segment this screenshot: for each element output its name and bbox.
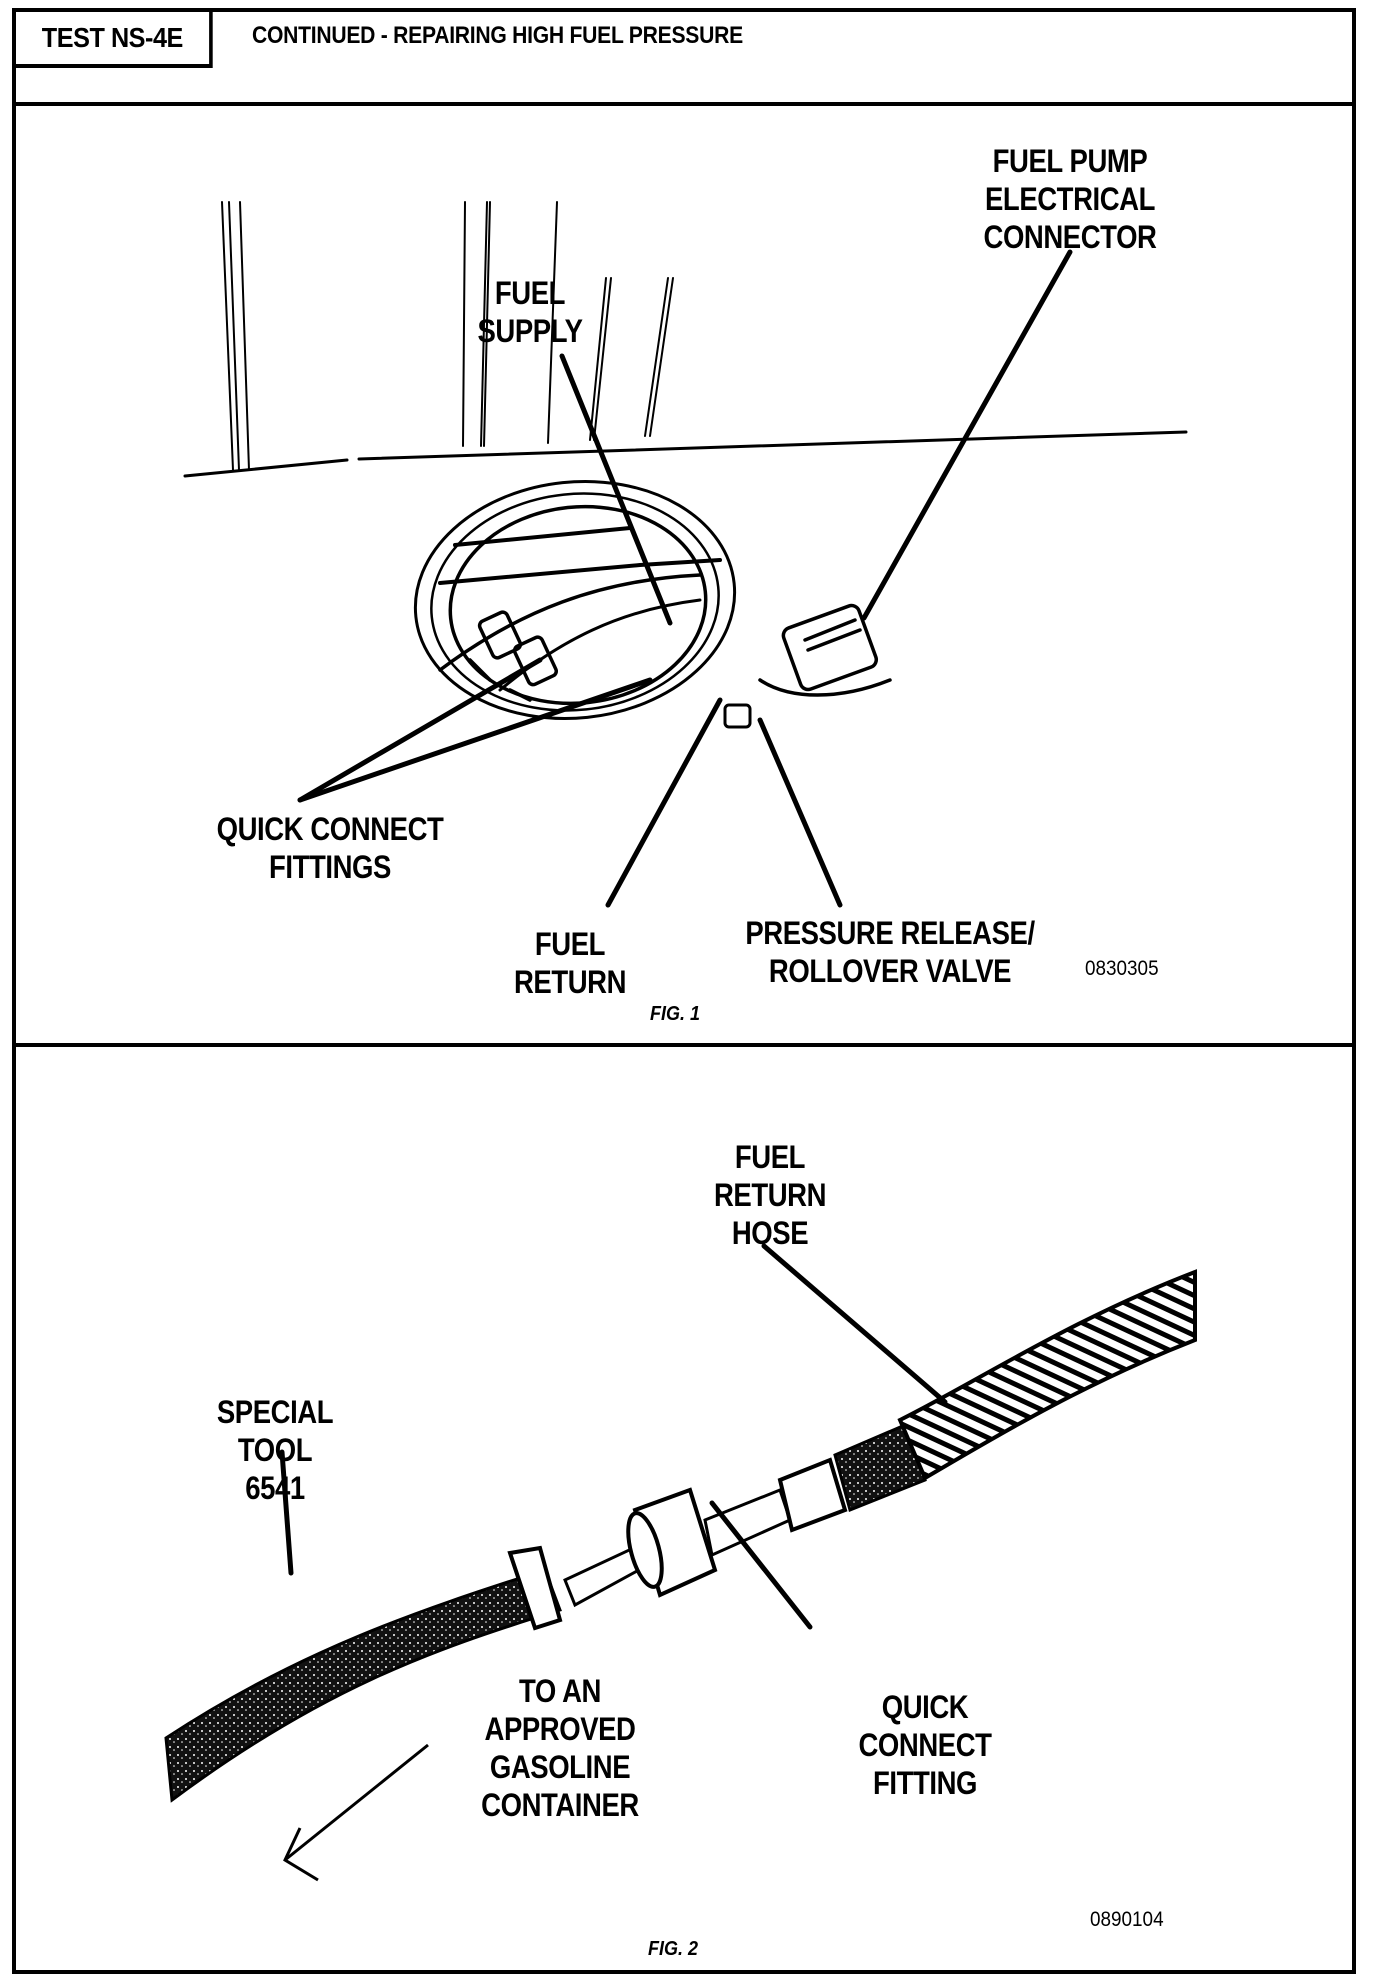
test-id: TEST NS-4E xyxy=(41,22,184,53)
hose-clamp-fitting xyxy=(777,1457,848,1533)
figure-divider xyxy=(12,1043,1356,1047)
figure-1-caption: FIG. 1 xyxy=(650,1003,701,1025)
label-to-approved-container: TO AN APPROVED GASOLINE CONTAINER xyxy=(481,1673,639,1823)
leader-lines xyxy=(297,249,1073,908)
figure-1-code: 0830305 xyxy=(1085,957,1159,980)
page-frame xyxy=(12,8,1356,1974)
hose-nut xyxy=(507,1545,563,1631)
label-fuel-supply: FUEL SUPPLY xyxy=(477,275,583,349)
figure-2-code: 0890104 xyxy=(1090,1908,1164,1931)
tank-walls xyxy=(221,201,674,471)
label-fuel-pump-connector: FUEL PUMP ELECTRICAL CONNECTOR xyxy=(983,143,1157,255)
label-quick-connect-fittings: QUICK CONNECT FITTINGS xyxy=(216,811,444,885)
label-quick-connect-fitting: QUICK CONNECT FITTING xyxy=(858,1689,992,1801)
header-divider xyxy=(12,102,1356,106)
label-fuel-return: FUEL RETURN xyxy=(513,926,627,1000)
figure-2-caption: FIG. 2 xyxy=(648,1938,699,1960)
test-id-box: TEST NS-4E xyxy=(12,8,213,68)
label-pressure-release-valve: PRESSURE RELEASE/ ROLLOVER VALVE xyxy=(745,915,1035,989)
rollover-valve-drawing xyxy=(723,703,752,729)
corrugated-fuel-return-hose xyxy=(897,1269,1197,1481)
electrical-connector-drawing xyxy=(758,603,892,697)
page-title: CONTINUED - REPAIRING HIGH FUEL PRESSURE xyxy=(252,22,743,49)
special-tool-hose xyxy=(164,1568,562,1803)
label-fuel-return-hose: FUEL RETURN HOSE xyxy=(713,1139,827,1251)
outer-ring xyxy=(413,479,737,721)
label-special-tool: SPECIAL TOOL 6541 xyxy=(216,1394,334,1506)
figure-2-leader-lines xyxy=(279,1243,948,1630)
direction-arrow xyxy=(283,1743,429,1882)
quick-connect-fitting-drawing xyxy=(468,610,558,702)
horizon-line xyxy=(183,430,1188,478)
